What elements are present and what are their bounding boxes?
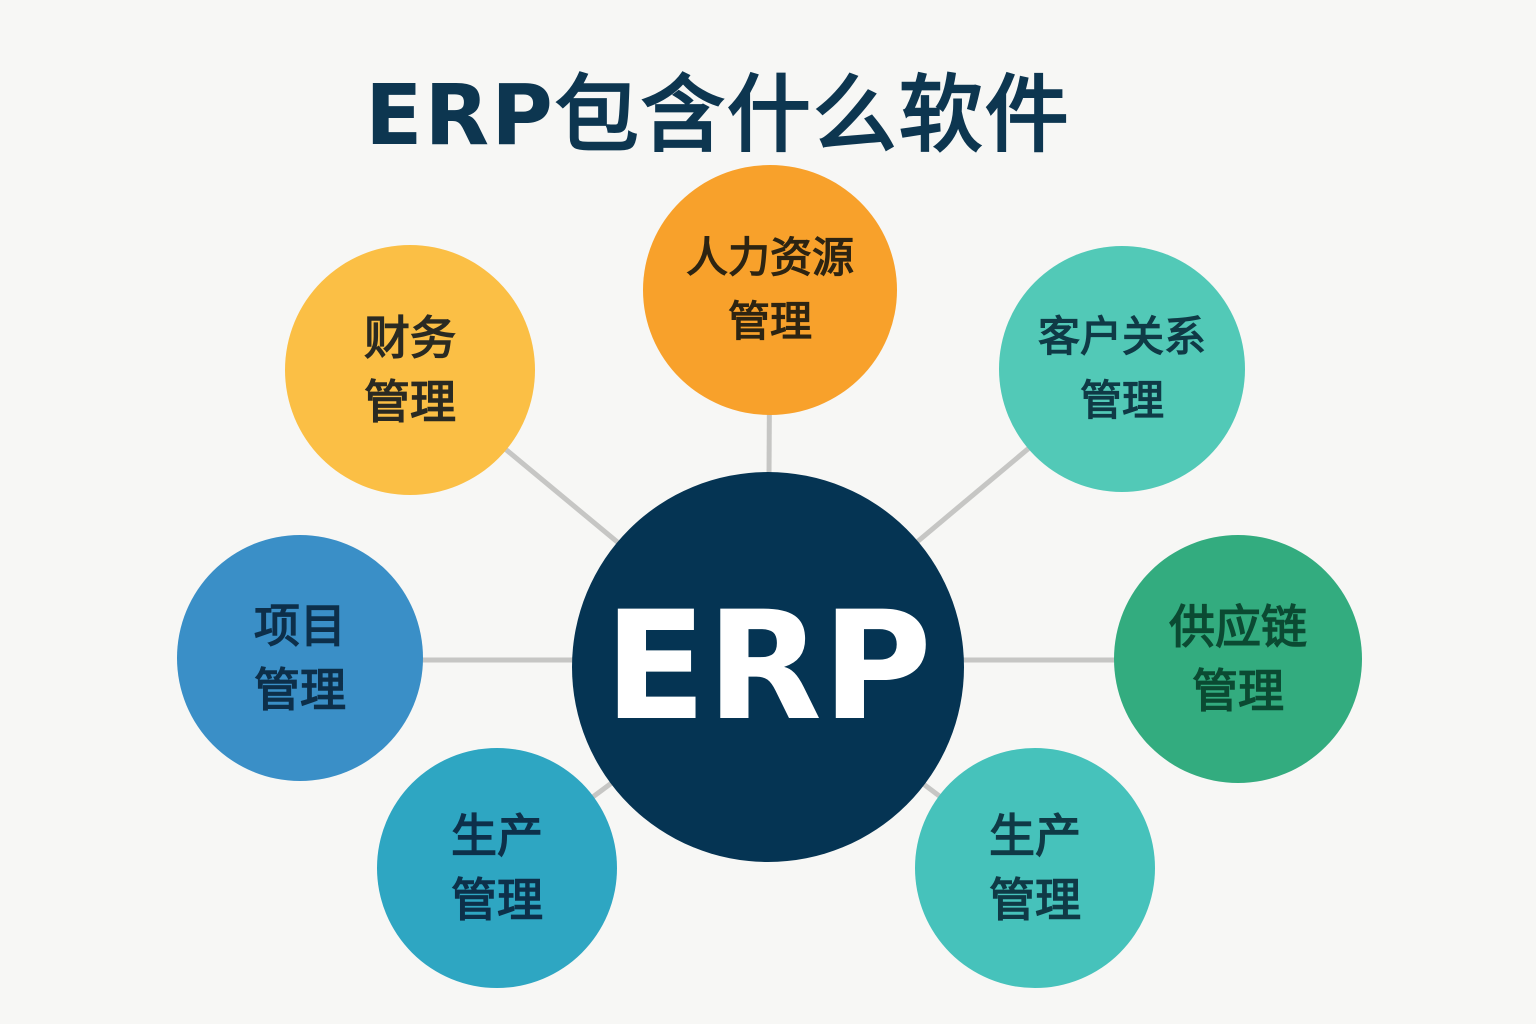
node-label-line2: 管理: [727, 297, 812, 346]
node-label-line2: 管理: [254, 663, 346, 717]
node-label-line1: 人力资源: [685, 233, 854, 282]
node-label-line2: 管理: [1192, 664, 1284, 718]
node-hr: 人力资源 管理: [643, 165, 897, 415]
node-label-line1: 生产: [989, 809, 1081, 863]
node-erp-center: ERP: [572, 472, 964, 862]
node-label-line1: 生产: [451, 809, 543, 863]
node-label-line2: 管理: [364, 375, 456, 429]
node-label-line1: 项目: [254, 599, 346, 653]
node-production-right: 生产 管理: [915, 748, 1155, 988]
node-label-line2: 管理: [989, 873, 1081, 927]
diagram-title: ERP包含什么软件: [365, 66, 1071, 164]
node-crm: 客户关系 管理: [999, 246, 1245, 492]
node-label-line2: 管理: [451, 873, 543, 927]
node-label-line2: 管理: [1079, 376, 1164, 425]
center-label: ERP: [604, 580, 932, 754]
node-label-line1: 财务: [364, 311, 456, 365]
node-label-line1: 供应链: [1169, 600, 1307, 654]
node-supply-chain: 供应链 管理: [1114, 535, 1362, 783]
node-production-left: 生产 管理: [377, 748, 617, 988]
node-project: 项目 管理: [177, 535, 423, 781]
node-label-line1: 客户关系: [1037, 312, 1206, 361]
node-finance: 财务 管理: [285, 245, 535, 495]
